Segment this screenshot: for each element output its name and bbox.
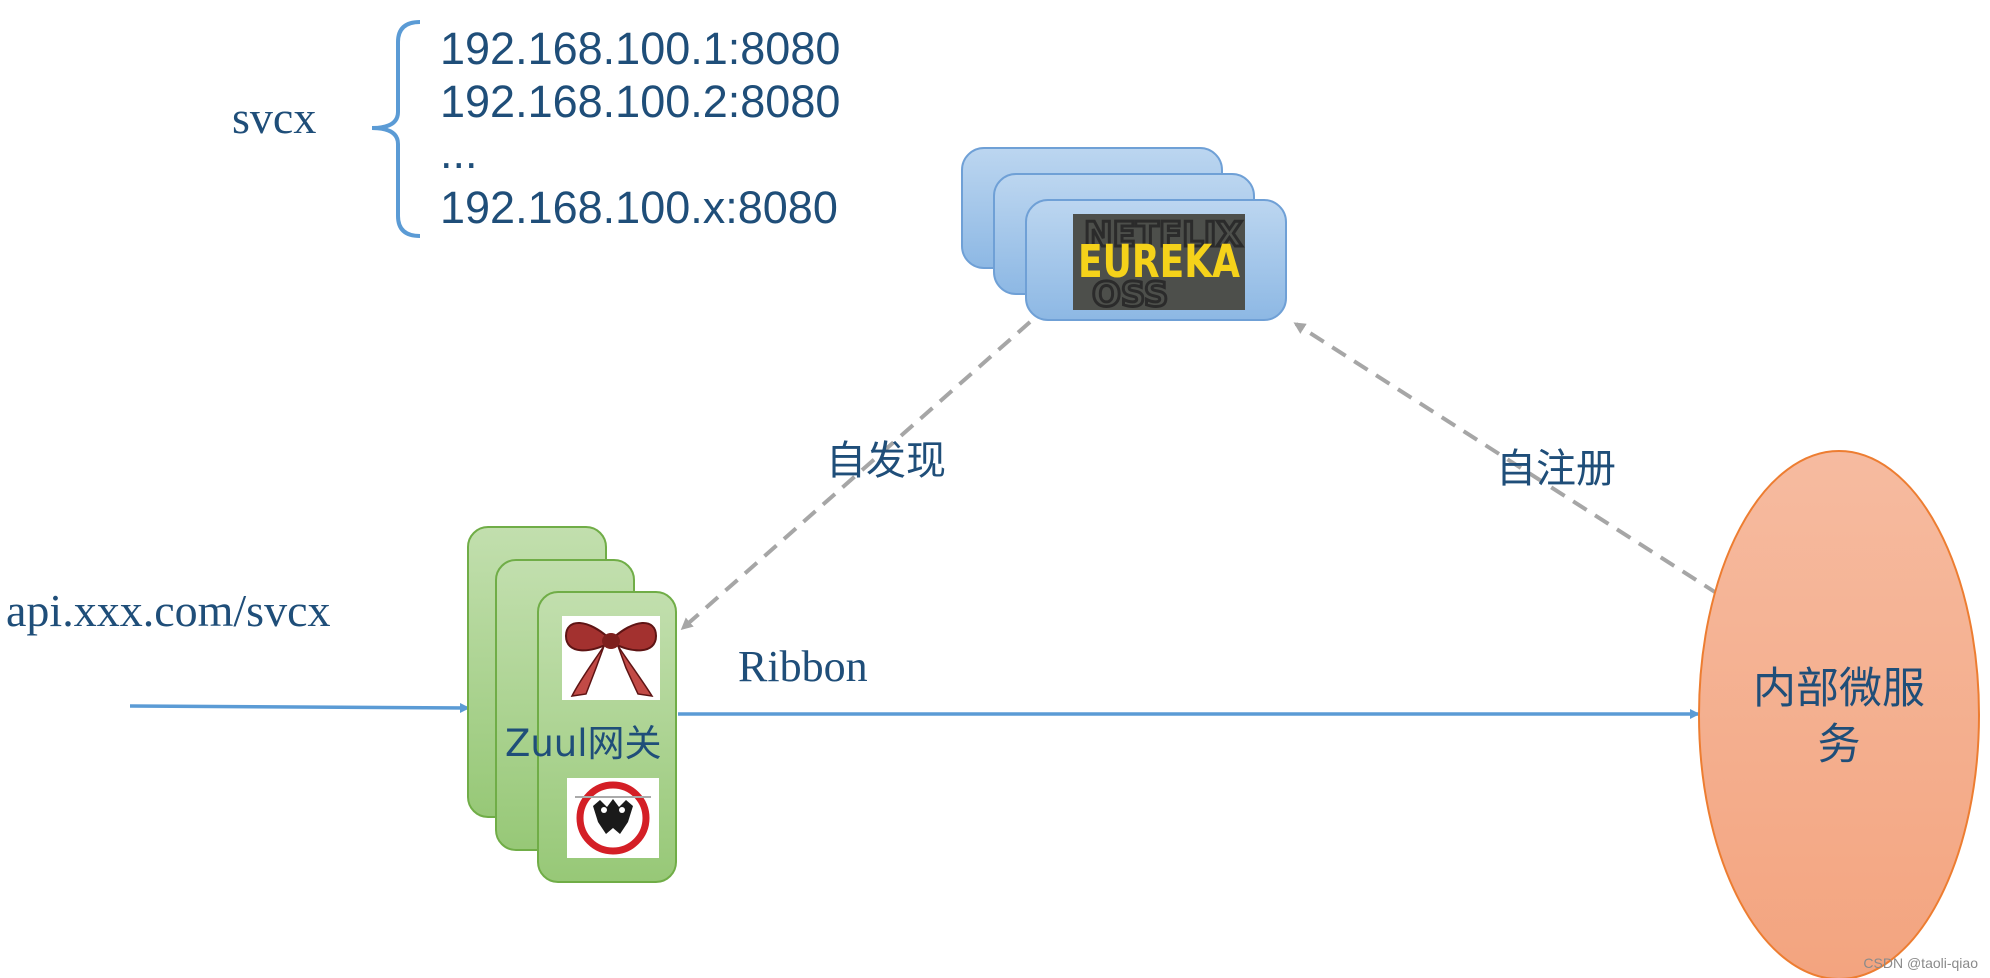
request-url-label: api.xxx.com/svcx bbox=[6, 585, 331, 636]
service-instance-1: 192.168.100.1:8080 bbox=[440, 23, 840, 74]
service-instance-x: 192.168.100.x:8080 bbox=[440, 182, 838, 233]
microservice-label-line2: 务 bbox=[1818, 720, 1861, 770]
zuul-gateway: Zuul网关 bbox=[467, 526, 677, 883]
request-arrow bbox=[129, 702, 470, 713]
microservice-label-line1: 内部微服 bbox=[1753, 664, 1925, 714]
watermark-text: CSDN @taoli-qiao bbox=[1863, 955, 1978, 971]
hystrix-badge-icon bbox=[567, 778, 659, 858]
service-instance-ellipsis: ... bbox=[440, 127, 478, 178]
internal-microservice: 内部微服 务 bbox=[1698, 450, 1980, 978]
service-name-label: svcx bbox=[232, 92, 316, 143]
ribbon-label: Ribbon bbox=[738, 642, 868, 691]
service-instance-list: svcx 192.168.100.1:8080 192.168.100.2:80… bbox=[232, 20, 840, 238]
eureka-logo-bottom-text: OSS bbox=[1092, 275, 1168, 315]
eureka-logo-top-text: NETFLIX bbox=[1084, 215, 1243, 255]
service-instance-2: 192.168.100.2:8080 bbox=[440, 76, 840, 127]
eureka-logo-icon: NETFLIX OSS EUREKA bbox=[1073, 214, 1245, 317]
registration-label: 自注册 bbox=[1496, 446, 1616, 492]
registration-arrow bbox=[1293, 322, 1720, 596]
curly-brace-icon bbox=[371, 20, 421, 238]
discovery-label: 自发现 bbox=[826, 438, 946, 484]
eureka-logo-text: EUREKA bbox=[1078, 235, 1240, 288]
microservice-ellipse bbox=[1698, 450, 1980, 978]
gateway-label: Zuul网关 bbox=[505, 722, 662, 765]
eureka-registry: NETFLIX OSS EUREKA bbox=[961, 147, 1287, 321]
ribbon-bow-icon bbox=[562, 616, 660, 700]
